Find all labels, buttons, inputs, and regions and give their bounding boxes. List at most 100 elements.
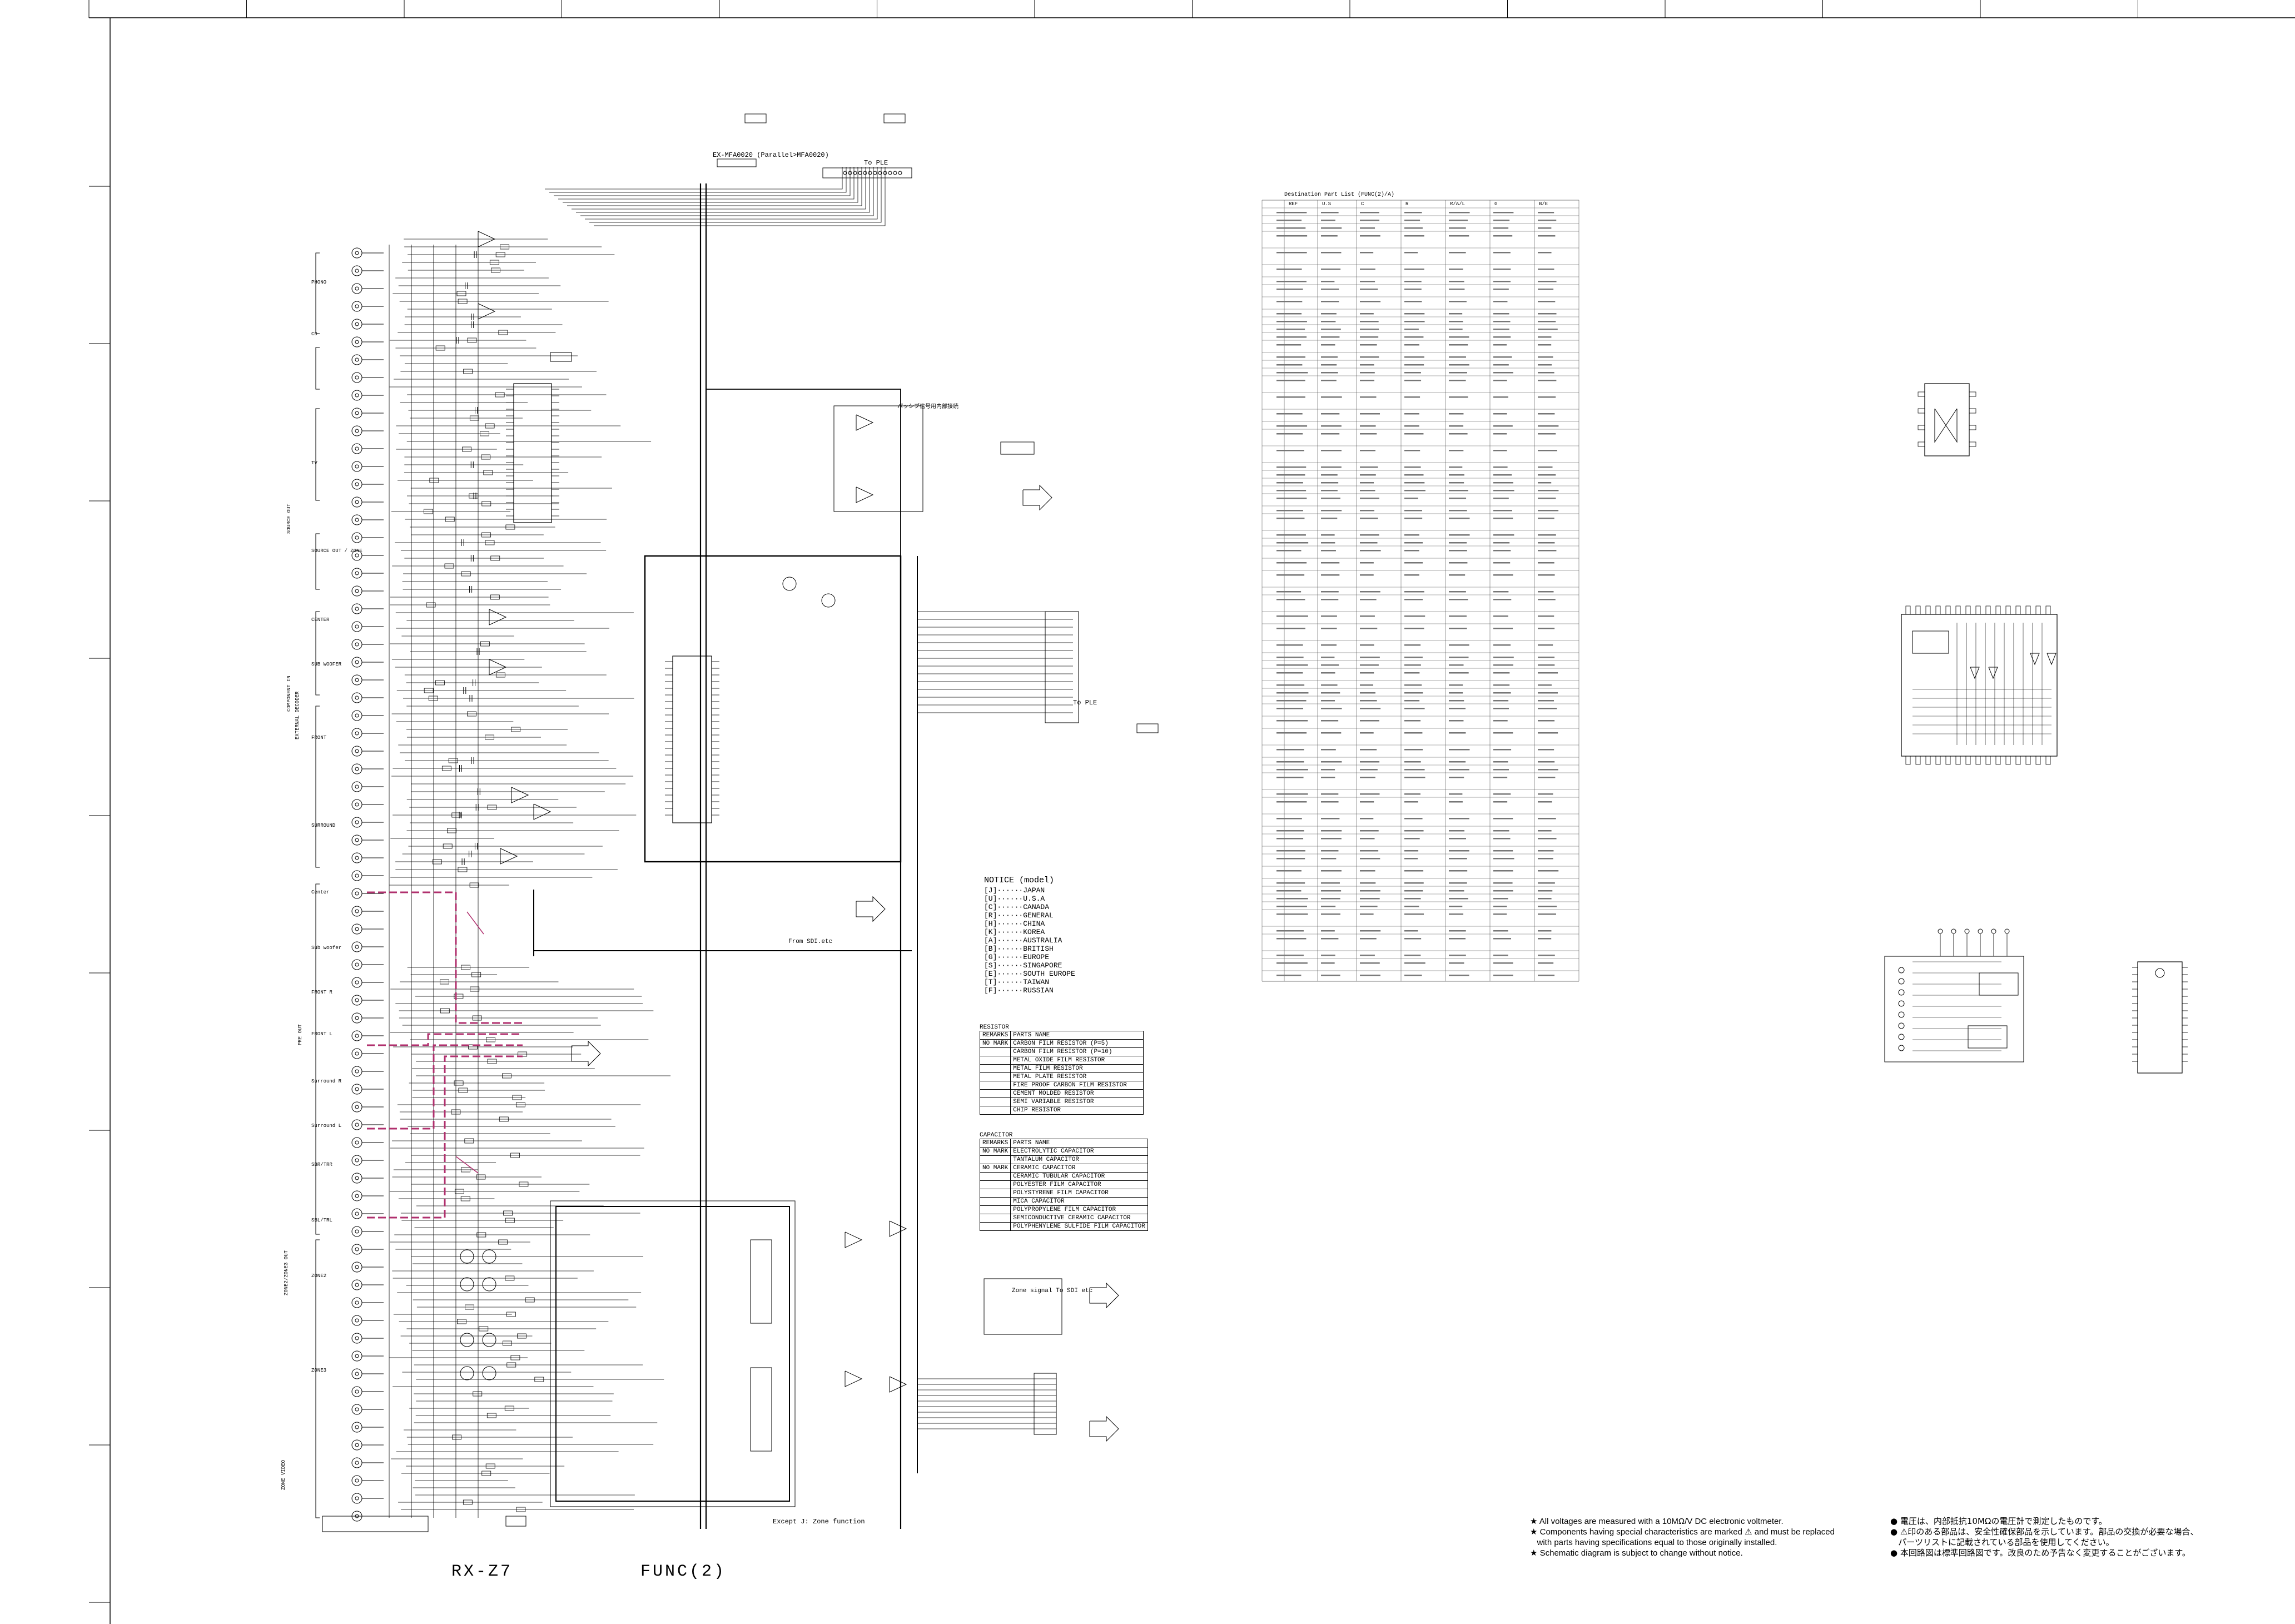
ic-pin <box>1918 408 1925 414</box>
table-cell-text <box>1404 281 1422 282</box>
resistor-symbol <box>469 415 479 421</box>
input-jack <box>351 995 362 1006</box>
table-cell-text <box>1276 269 1292 270</box>
footnote-line: ● 本回路図は標準回路図です。改良のため予告なく変更することがございます。 <box>1890 1548 2190 1558</box>
table-cell-text <box>1360 955 1375 956</box>
input-label: CD <box>311 331 317 337</box>
resistor-symbol <box>472 1015 482 1021</box>
table-cell-text <box>1538 672 1558 674</box>
legend-remark <box>979 1081 1011 1090</box>
table-cell-text <box>1360 329 1379 330</box>
table-cell-text <box>1404 962 1425 964</box>
input-jack <box>351 781 362 792</box>
table-cell-text <box>1449 818 1469 820</box>
table-cell-text <box>1404 628 1424 629</box>
input-jack-center <box>355 500 359 504</box>
group-bracket <box>315 252 320 334</box>
table-cell-text <box>1360 364 1374 366</box>
ic-pin <box>1915 756 1921 765</box>
table-cell-text <box>1449 518 1470 519</box>
table-cell-text <box>1538 364 1552 366</box>
input-jack <box>351 817 362 828</box>
transistor-symbol <box>821 593 836 608</box>
legend-part-name: POLYESTER FILM CAPACITOR <box>1010 1180 1148 1189</box>
table-cell-text <box>1288 692 1309 694</box>
resistor-symbol <box>485 540 495 545</box>
ic-pin <box>1969 441 1976 447</box>
table-cell-text <box>1288 850 1305 852</box>
table-cell-text <box>1288 955 1304 956</box>
input-jack <box>351 657 362 668</box>
connector-trace <box>576 167 870 213</box>
ic-internal-block <box>1968 1025 2008 1049</box>
empty-label-box <box>744 113 767 123</box>
footnote-line: ★ Schematic diagram is subject to change… <box>1530 1548 1743 1558</box>
table-cell-text <box>1404 534 1419 536</box>
resistor-symbol <box>432 859 442 865</box>
table-cell-text <box>1404 700 1420 702</box>
table-cell-text <box>1288 898 1308 900</box>
table-cell-text <box>1538 890 1553 892</box>
input-jack <box>351 336 362 347</box>
table-cell-text <box>1404 644 1421 646</box>
resistor-symbol <box>458 299 468 304</box>
legend-remark <box>979 1197 1011 1206</box>
table-cell-text <box>1449 628 1467 629</box>
table-cell-text <box>1493 450 1507 451</box>
table-cell-text <box>1360 235 1380 237</box>
footnote-line: ● ⚠印のある部品は、安全性確保部品を示しています。部品の交換が必要な場合、 <box>1890 1527 2199 1537</box>
table-cell-text <box>1276 227 1296 229</box>
group-bracket <box>315 408 320 501</box>
table-cell-text <box>1404 490 1425 491</box>
resistor-symbol <box>458 1087 468 1093</box>
zone-block-outer <box>550 1200 796 1507</box>
table-cell-text <box>1538 628 1555 629</box>
ic-pin <box>1985 605 1991 615</box>
buffer-symbol <box>2046 653 2056 666</box>
table-cell-text <box>1449 684 1463 686</box>
table-cell-text <box>1449 498 1467 499</box>
input-jack <box>351 870 362 881</box>
table-cell-text <box>1276 396 1292 398</box>
highlight-path <box>367 1033 523 1046</box>
table-cell-text <box>1321 749 1336 751</box>
input-jack-center <box>355 446 359 451</box>
legend-row: CARBON FILM RESISTOR (P=10) <box>979 1047 1144 1056</box>
table-cell-text <box>1449 882 1467 884</box>
input-jack-center <box>355 1300 359 1305</box>
legend-part-name: CERAMIC TUBULAR CAPACITOR <box>1010 1172 1148 1181</box>
resistor-symbol <box>485 1463 495 1469</box>
input-jack <box>351 1439 362 1451</box>
connector-pin <box>893 171 897 175</box>
table-cell-text <box>1493 482 1513 484</box>
input-jack <box>351 799 362 810</box>
table-cell-text <box>1538 720 1555 722</box>
op-amp-symbol <box>1945 408 1958 443</box>
table-cell-text <box>1288 574 1305 576</box>
input-jack <box>351 301 362 312</box>
table-cell-text <box>1404 664 1421 666</box>
connector-pin <box>863 171 867 175</box>
input-label: SBR/TRR <box>311 1162 332 1168</box>
table-cell-text <box>1449 220 1468 221</box>
parts-table-header-cell: REF <box>1289 201 1298 207</box>
terminal <box>1978 928 1983 934</box>
legend-header: PARTS NAME <box>1010 1031 1144 1040</box>
title-block-box <box>322 1516 429 1532</box>
op-amp-symbol <box>856 414 874 431</box>
table-cell-text <box>1449 372 1467 374</box>
notice-item: [F]······RUSSIAN <box>984 986 1054 995</box>
table-cell-text <box>1449 433 1468 435</box>
legend-remark <box>979 1047 1011 1056</box>
resistor-symbol <box>504 1406 514 1411</box>
table-cell-text <box>1321 289 1339 290</box>
table-cell-text <box>1288 818 1302 820</box>
table-cell-text <box>1276 890 1294 892</box>
input-jack <box>351 906 362 917</box>
input-label: ZONE2 <box>311 1273 327 1279</box>
table-cell-text <box>1360 732 1374 734</box>
input-label: FRONT L <box>311 1031 332 1037</box>
ic-pin <box>2015 756 2021 765</box>
legend-part-name: METAL OXIDE FILM RESISTOR <box>1010 1056 1144 1065</box>
table-cell-text <box>1449 664 1464 666</box>
